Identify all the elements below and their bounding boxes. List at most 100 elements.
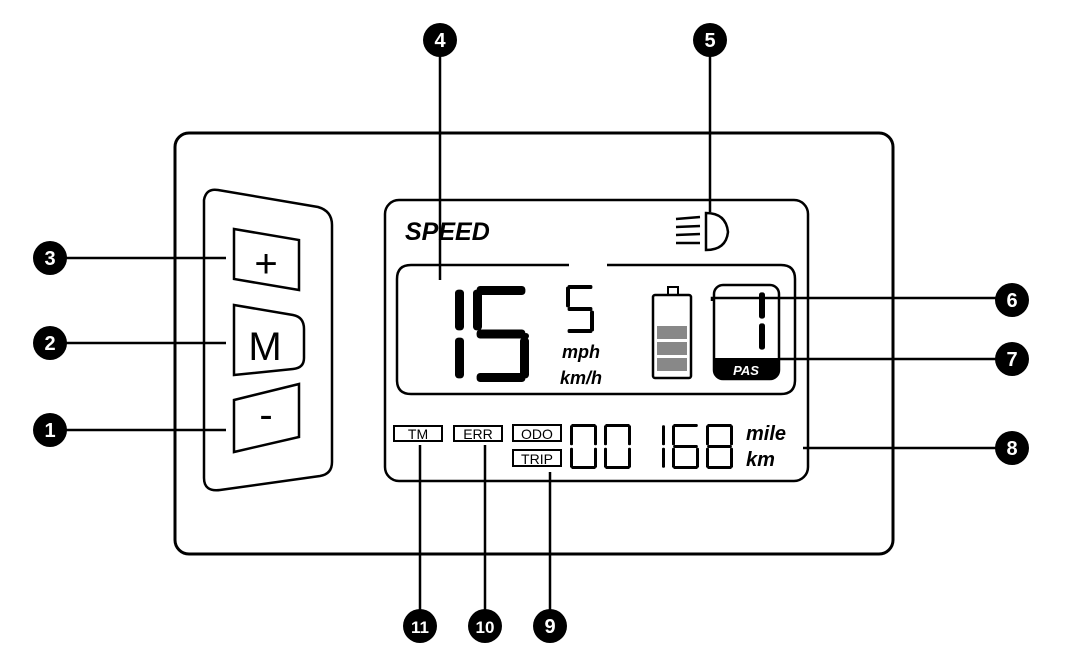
digit-segment: [473, 289, 482, 331]
digit-segment: [571, 466, 596, 469]
callout-4: 4: [423, 23, 457, 57]
minus-button-label: -: [259, 393, 272, 437]
speed-decimal-digit: [566, 285, 594, 333]
callout-markers: 1 2 3 4 5 6 7 8 9 10 11: [33, 23, 1029, 643]
assist-digit: [759, 292, 765, 350]
odo-indicator: ODO: [521, 426, 553, 442]
callout-number: 5: [704, 30, 715, 52]
digit-segment: [673, 445, 698, 448]
err-indicator-box: [453, 425, 503, 442]
digit-segment: [707, 445, 732, 448]
mode-button-label: M: [248, 325, 281, 369]
plus-button-label: +: [254, 242, 277, 286]
callout-9: 9: [533, 609, 567, 643]
battery-icon: [651, 286, 693, 380]
callout-3: 3: [33, 241, 67, 275]
callout-10: 10: [468, 609, 502, 643]
unit-km: km: [746, 449, 775, 471]
battery-bar: [657, 358, 687, 371]
callout-8: 8: [995, 431, 1029, 465]
speed-digit: [473, 286, 529, 382]
digit-segment: [567, 329, 593, 333]
speed-digit: [455, 289, 464, 379]
callout-number: 4: [434, 30, 446, 52]
digit-segment: [566, 286, 570, 308]
callout-number: 8: [1006, 438, 1017, 460]
digit-segment: [628, 425, 631, 446]
digit-segment: [628, 447, 631, 468]
digit-segment: [707, 466, 732, 469]
callout-6: 6: [995, 283, 1029, 317]
speed-panel: [395, 263, 797, 396]
digit-segment: [759, 292, 765, 319]
digit-segment: [730, 447, 733, 468]
assist-level-digit: [759, 292, 765, 350]
plus-button[interactable]: +: [232, 227, 301, 292]
callout-1: 1: [33, 413, 67, 447]
digit-segment: [594, 425, 597, 446]
digit-segment: [672, 425, 675, 446]
digit-segment: [706, 425, 709, 446]
speed-decimal: [566, 285, 594, 333]
minus-button[interactable]: -: [232, 382, 301, 454]
digit-segment: [730, 425, 733, 446]
unit-mile: mile: [746, 423, 786, 445]
digit-segment: [673, 424, 698, 427]
lcd-screen: [383, 198, 810, 483]
assist-label: PAS: [733, 363, 759, 378]
digit-segment: [567, 285, 593, 289]
unit-kmh: km/h: [560, 368, 602, 388]
callout-2: 2: [33, 326, 67, 360]
callout-number: 3: [44, 248, 55, 270]
err-indicator: ERR: [463, 426, 493, 442]
trip-indicator: TRIP: [521, 451, 553, 467]
digit-segment: [662, 447, 665, 468]
callout-circle: [33, 241, 67, 275]
callout-circle: [995, 431, 1029, 465]
mode-button[interactable]: M: [232, 303, 306, 377]
digit-segment: [455, 289, 464, 331]
tm-indicator: TM: [408, 426, 428, 442]
digit-segment: [662, 425, 665, 446]
digit-segment: [455, 337, 464, 379]
digit-segment: [520, 337, 529, 379]
digit-segment: [707, 424, 732, 427]
trip-indicator-box: [512, 449, 562, 467]
callout-circle: [403, 609, 437, 643]
callout-circle: [33, 413, 67, 447]
odometer-digit: [706, 424, 733, 469]
digit-segment: [476, 286, 526, 295]
callout-circle: [995, 283, 1029, 317]
assist-label-box: [714, 358, 779, 379]
digit-segment: [570, 425, 573, 446]
speed-label: SPEED: [405, 218, 490, 246]
callout-number: 11: [411, 618, 429, 637]
callout-number: 2: [44, 333, 55, 355]
callout-number: 10: [476, 618, 495, 637]
headlight-icon: [675, 211, 730, 252]
callout-circle: [423, 23, 457, 57]
battery-level-bars: [657, 326, 687, 371]
odometer-digits: [570, 424, 733, 469]
digit-segment: [476, 373, 526, 382]
callout-number: 6: [1006, 290, 1017, 312]
digit-segment: [590, 310, 594, 332]
digit-segment: [759, 323, 765, 350]
digit-segment: [706, 447, 709, 468]
digit-segment: [476, 329, 526, 339]
callout-circle: [33, 326, 67, 360]
digit-segment: [673, 466, 698, 469]
callout-number: 7: [1006, 349, 1017, 371]
callout-number: 1: [44, 420, 55, 442]
callout-7: 7: [995, 342, 1029, 376]
callout-circle: [533, 609, 567, 643]
callout-5: 5: [693, 23, 727, 57]
digit-segment: [604, 447, 607, 468]
digit-segment: [605, 466, 630, 469]
digit-segment: [570, 447, 573, 468]
odometer-digit: [672, 424, 699, 469]
tm-indicator-box: [393, 425, 443, 442]
battery-bar: [657, 342, 687, 355]
